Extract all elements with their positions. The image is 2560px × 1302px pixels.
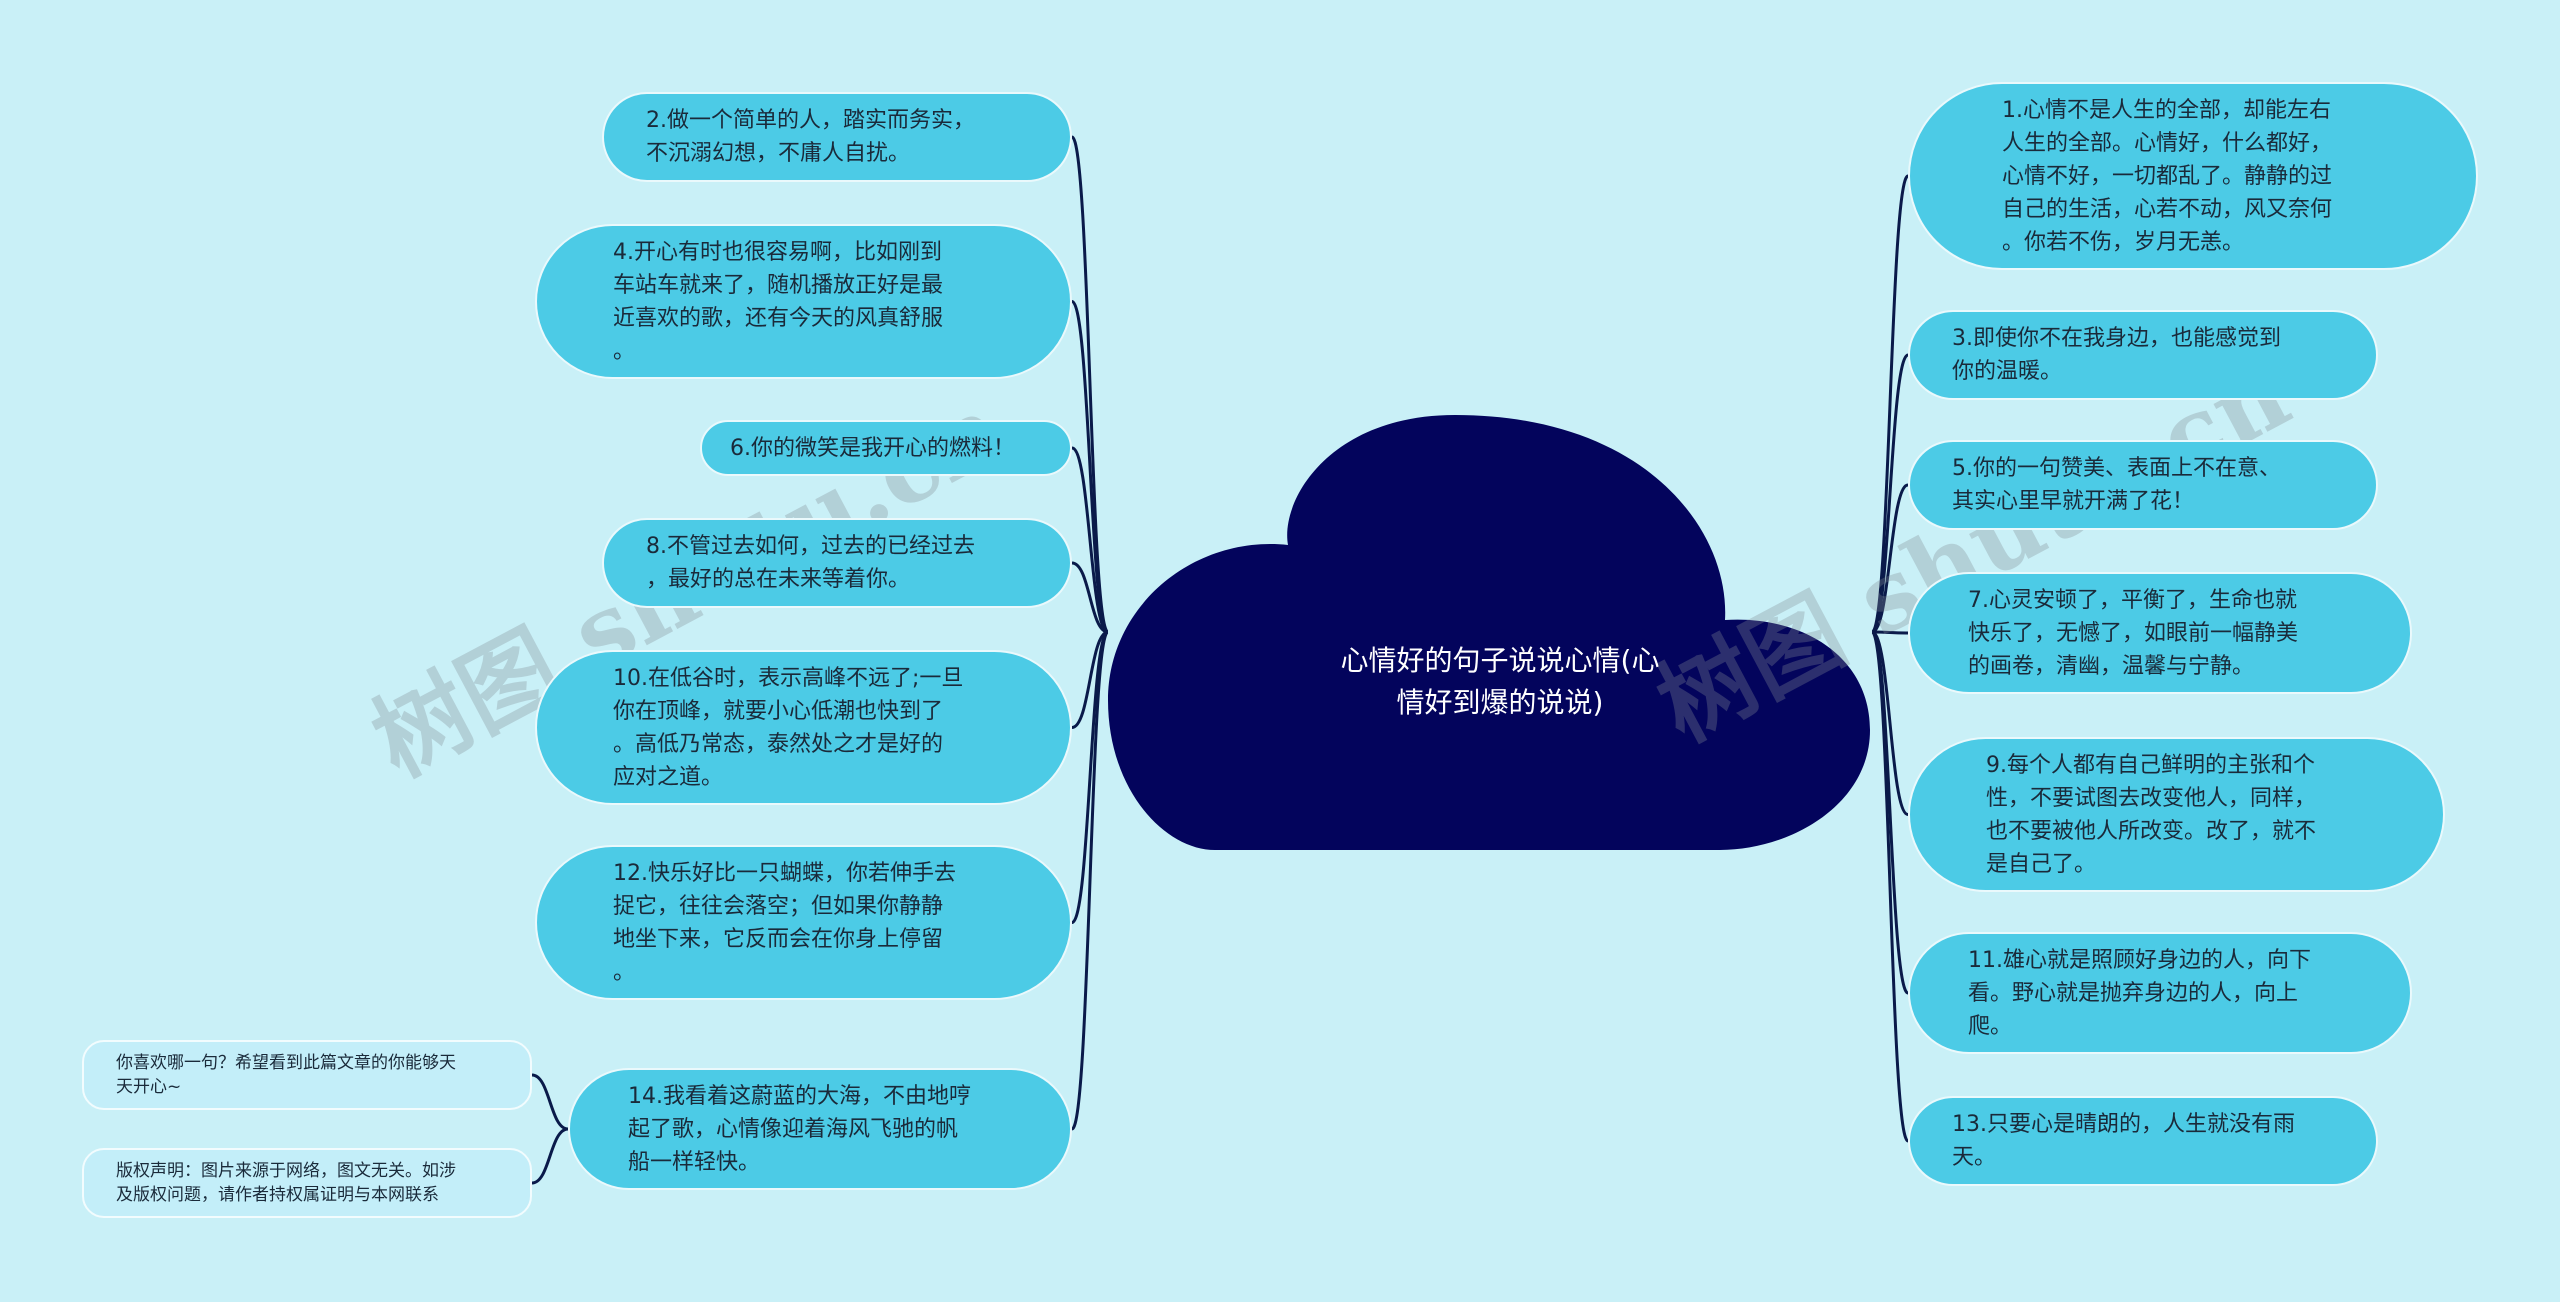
connector-n1 xyxy=(1870,174,1910,634)
topic-node-text: 4.开心有时也很容易啊，比如刚到 车站车就来了，随机播放正好是最 近喜欢的歌，还… xyxy=(613,239,944,364)
connector-s1 xyxy=(531,1073,569,1131)
connector-n5 xyxy=(1871,483,1909,634)
topic-node-text: 3.即使你不在我身边，也能感觉到 你的温暖。 xyxy=(1952,326,2281,384)
topic-node-text: 8.不管过去如何，过去的已经过去 ，最好的总在未来等着你。 xyxy=(646,534,975,592)
topic-node-10[interactable]: 10.在低谷时，表示高峰不远了;一旦 你在顶峰，就要小心低潮也快到了 。高低乃常… xyxy=(535,650,1072,805)
connector-n4 xyxy=(1070,300,1110,634)
connector-n9 xyxy=(1871,630,1909,816)
connector-n3 xyxy=(1870,353,1910,634)
topic-node-text: 5.你的一句赞美、表面上不在意、 其实心里早就开满了花！ xyxy=(1952,456,2281,514)
topic-node-12[interactable]: 12.快乐好比一只蝴蝶，你若伸手去 捉它，往往会落空；但如果你静静 地坐下来，它… xyxy=(535,845,1072,1000)
topic-node-1[interactable]: 1.心情不是人生的全部，却能左右 人生的全部。心情好，什么都好， 心情不好，一切… xyxy=(1908,82,2478,270)
topic-node-text: 2.做一个简单的人，踏实而务实， 不沉溺幻想，不庸人自扰。 xyxy=(646,108,975,166)
topic-node-text: 10.在低谷时，表示高峰不远了;一旦 你在顶峰，就要小心低潮也快到了 。高低乃常… xyxy=(613,665,964,790)
sub-node-greeting[interactable]: 你喜欢哪一句？希望看到此篇文章的你能够天 天开心~ xyxy=(82,1040,532,1110)
topic-node-text: 14.我看着这蔚蓝的大海，不由地哼 起了歌，心情像迎着海风飞驰的帆 船一样轻快。 xyxy=(628,1083,971,1175)
topic-node-14[interactable]: 14.我看着这蔚蓝的大海，不由地哼 起了歌，心情像迎着海风飞驰的帆 船一样轻快。 xyxy=(568,1068,1072,1190)
connector-n8 xyxy=(1071,561,1109,634)
connector-n2 xyxy=(1070,135,1110,634)
connector-n14 xyxy=(1070,630,1110,1131)
connector-s2 xyxy=(531,1127,569,1185)
sub-node-copyright[interactable]: 版权声明：图片来源于网络，图文无关。如涉 及版权问题，请作者持权属证明与本网联系 xyxy=(82,1148,532,1218)
topic-node-5[interactable]: 5.你的一句赞美、表面上不在意、 其实心里早就开满了花！ xyxy=(1908,440,2378,530)
topic-node-text: 6.你的微笑是我开心的燃料！ xyxy=(730,435,1015,461)
sub-node-text: 版权声明：图片来源于网络，图文无关。如涉 及版权问题，请作者持权属证明与本网联系 xyxy=(116,1161,456,1205)
topic-node-13[interactable]: 13.只要心是晴朗的，人生就没有雨 天。 xyxy=(1908,1096,2378,1186)
topic-node-2[interactable]: 2.做一个简单的人，踏实而务实， 不沉溺幻想，不庸人自扰。 xyxy=(602,92,1072,182)
topic-node-text: 13.只要心是晴朗的，人生就没有雨 天。 xyxy=(1952,1112,2295,1170)
connector-n7 xyxy=(1871,630,1909,635)
topic-node-6[interactable]: 6.你的微笑是我开心的燃料！ xyxy=(700,420,1072,476)
topic-node-text: 7.心灵安顿了，平衡了，生命也就 快乐了，无憾了，如眼前一幅静美 的画卷，清幽，… xyxy=(1968,587,2299,679)
topic-node-7[interactable]: 7.心灵安顿了，平衡了，生命也就 快乐了，无憾了，如眼前一幅静美 的画卷，清幽，… xyxy=(1908,572,2412,694)
topic-node-text: 12.快乐好比一只蝴蝶，你若伸手去 捉它，往往会落空；但如果你静静 地坐下来，它… xyxy=(613,860,956,985)
connector-n6 xyxy=(1071,446,1109,634)
topic-node-9[interactable]: 9.每个人都有自己鲜明的主张和个 性，不要试图去改变他人，同样， 也不要被他人所… xyxy=(1908,737,2445,892)
topic-node-text: 1.心情不是人生的全部，却能左右 人生的全部。心情好，什么都好， 心情不好，一切… xyxy=(2002,97,2333,255)
center-topic[interactable]: 心情好的句子说说心情(心 情好到爆的说说) xyxy=(1340,644,1660,719)
topic-node-3[interactable]: 3.即使你不在我身边，也能感觉到 你的温暖。 xyxy=(1908,310,2378,400)
connector-n11 xyxy=(1870,630,1910,995)
connector-n13 xyxy=(1870,630,1910,1143)
sub-node-text: 你喜欢哪一句？希望看到此篇文章的你能够天 天开心~ xyxy=(116,1053,456,1097)
topic-node-11[interactable]: 11.雄心就是照顾好身边的人，向下 看。野心就是抛弃身边的人，向上 爬。 xyxy=(1908,932,2412,1054)
topic-node-text: 11.雄心就是照顾好身边的人，向下 看。野心就是抛弃身边的人，向上 爬。 xyxy=(1968,947,2311,1039)
topic-node-8[interactable]: 8.不管过去如何，过去的已经过去 ，最好的总在未来等着你。 xyxy=(602,518,1072,608)
connector-n10 xyxy=(1071,630,1109,729)
center-cloud[interactable] xyxy=(1108,415,1870,850)
topic-node-text: 9.每个人都有自己鲜明的主张和个 性，不要试图去改变他人，同样， 也不要被他人所… xyxy=(1986,752,2317,877)
topic-node-4[interactable]: 4.开心有时也很容易啊，比如刚到 车站车就来了，随机播放正好是最 近喜欢的歌，还… xyxy=(535,224,1072,379)
